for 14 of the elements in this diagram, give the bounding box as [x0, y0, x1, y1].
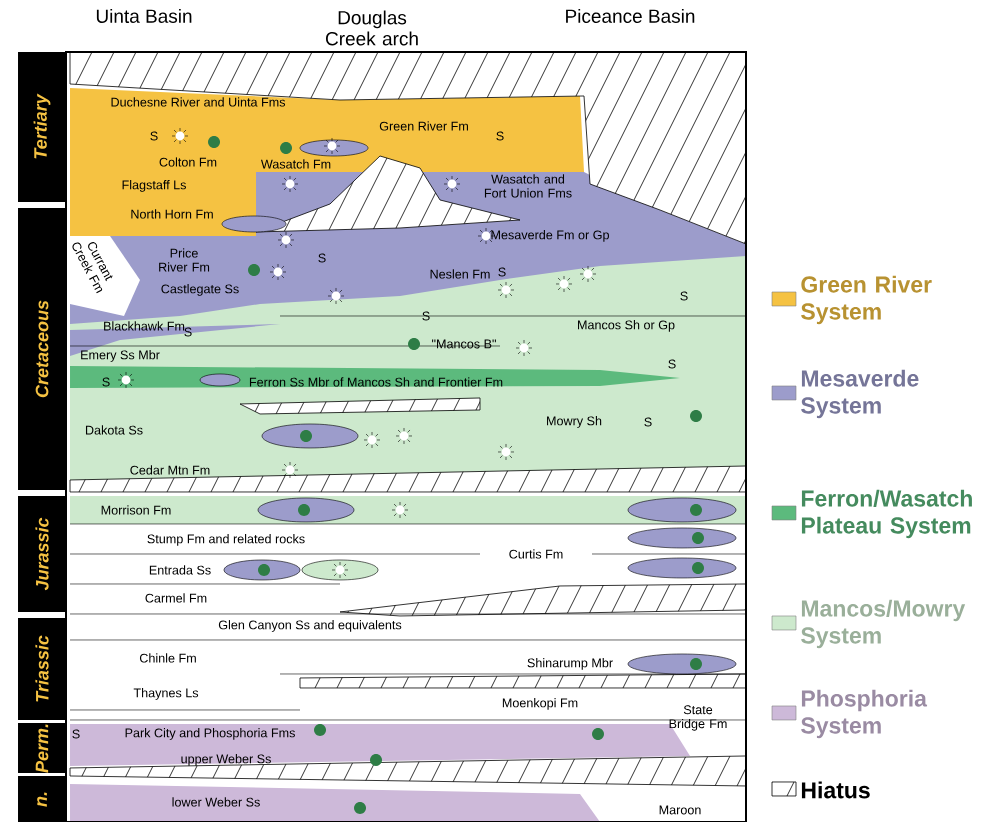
legend-label: Ferron/Wasatch Plateau System [801, 489, 972, 539]
period-band: Jurassic [18, 496, 66, 612]
period-band: Perm. [18, 722, 66, 773]
basin-heading: Piceance Basin [566, 9, 695, 23]
legend-label: Phosphoria System [801, 689, 928, 739]
period-band: Cretaceous [18, 208, 66, 490]
legend-label: Green River System [801, 275, 932, 325]
period-band: Tertiary [18, 52, 66, 202]
basin-heading: Uinta Basin [96, 9, 192, 23]
basin-heading: Douglas Creek arch [326, 10, 418, 46]
legend-label: Hiatus [801, 781, 870, 799]
period-band: n. [18, 776, 66, 822]
legend-label: Mesaverde System [801, 369, 919, 419]
legend-label: Mancos/Mowry System [801, 599, 966, 649]
